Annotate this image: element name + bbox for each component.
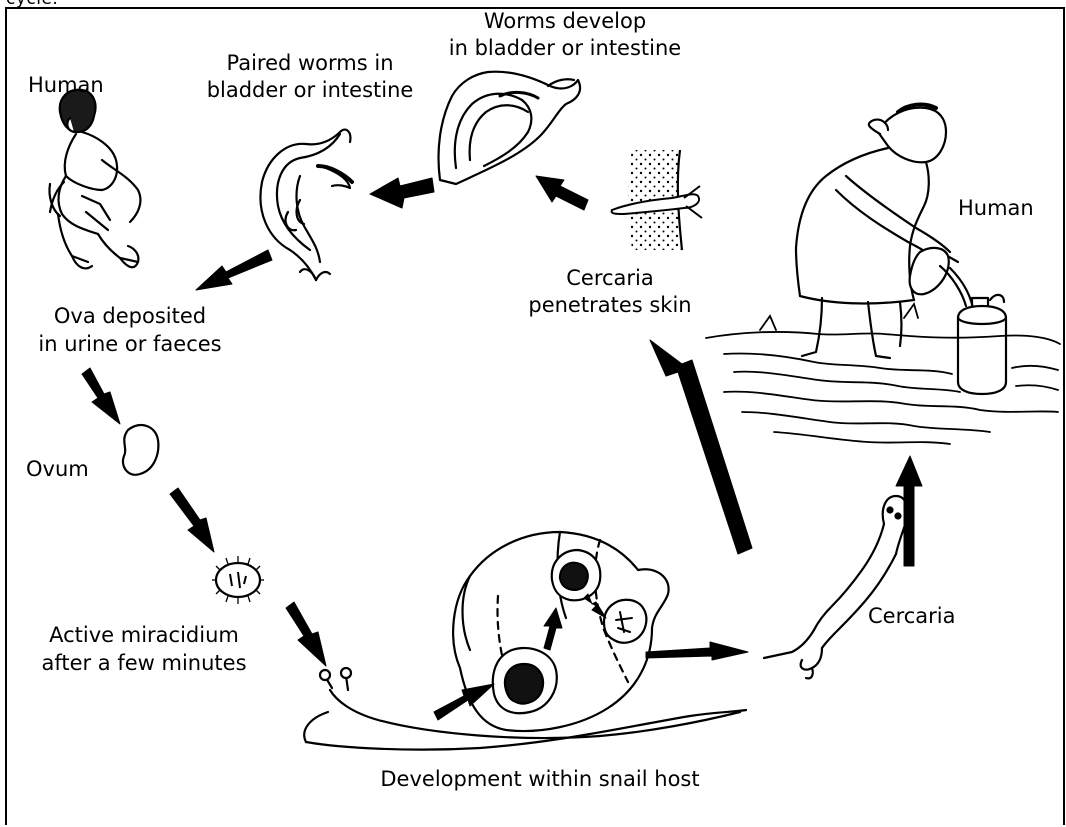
label-cercaria-penetrates-line2: penetrates skin (500, 292, 720, 319)
arrow-ova-to-ovum (82, 368, 120, 424)
label-paired-worms-line2: bladder or intestine (190, 77, 430, 104)
arrow-skin-to-worms-develop (536, 176, 588, 210)
label-human-right: Human (958, 195, 1034, 222)
label-miracidium-line2: after a few minutes (20, 650, 268, 677)
human-child-figure (49, 90, 140, 269)
arrow-worms-develop-to-paired (370, 178, 434, 208)
developing-worm-figure (439, 72, 581, 184)
label-paired-worms-line1: Paired worms in (190, 50, 430, 77)
miracidium-figure (212, 556, 264, 604)
label-worms-develop-line1: Worms develop (430, 8, 700, 35)
human-woman-figure (796, 105, 1006, 394)
snail-host-figure (304, 532, 746, 750)
label-worms-develop-line2: in bladder or intestine (430, 35, 700, 62)
arrow-paired-worms-to-ova (196, 250, 272, 290)
label-miracidium-line1: Active miracidium (20, 622, 268, 649)
label-ova-deposited-line1: Ova deposited (20, 303, 240, 330)
label-cercaria: Cercaria (868, 603, 956, 630)
skin-penetration-figure (612, 150, 702, 250)
label-ova-deposited-line2: in urine or faeces (20, 331, 240, 358)
arrow-cercaria-to-human (896, 456, 922, 566)
cercaria-figure (764, 496, 908, 678)
arrow-snail-to-cercaria (646, 642, 748, 660)
paired-worms-figure (260, 130, 352, 280)
ovum-figure (123, 425, 158, 475)
label-snail-development: Development within snail host (340, 766, 740, 793)
arrow-ovum-to-miracidium (170, 488, 214, 552)
label-ovum: Ovum (26, 456, 89, 483)
arrow-miracidium-to-snail (286, 602, 326, 666)
label-human-left: Human (28, 72, 104, 99)
label-cercaria-penetrates-line1: Cercaria (500, 265, 720, 292)
